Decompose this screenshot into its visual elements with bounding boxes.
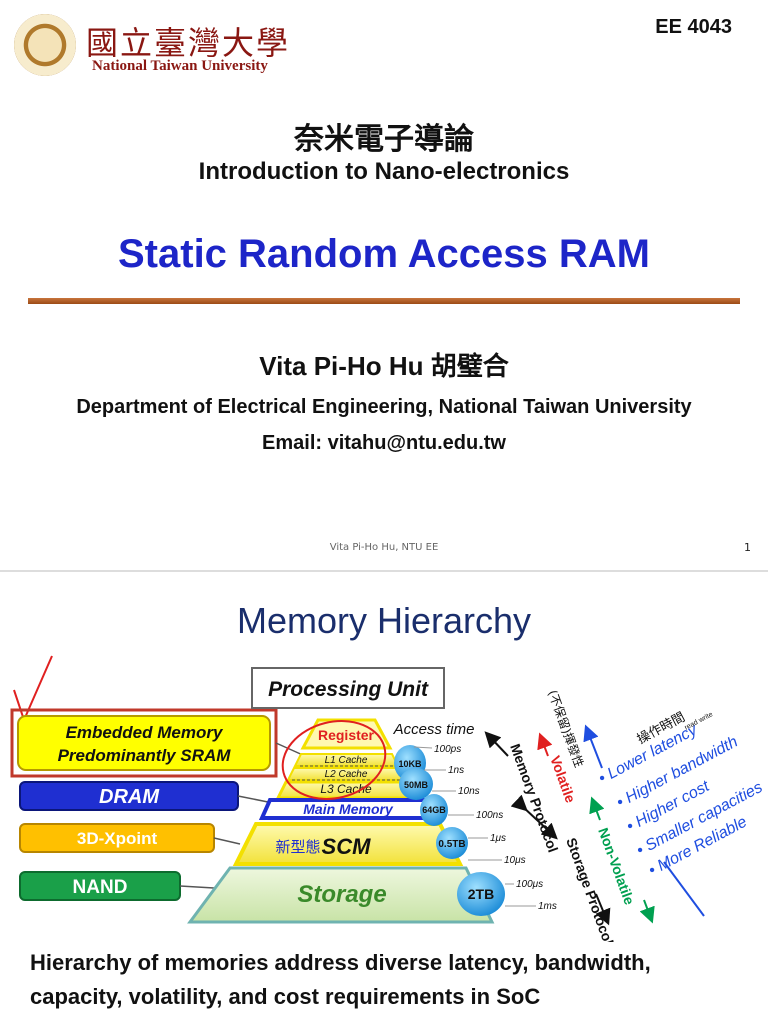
- slide-title: Memory Hierarchy: [236, 600, 532, 641]
- slide-footer: Vita Pi-Ho Hu, NTU EE: [329, 542, 439, 553]
- tick-100ps: 100ps: [434, 744, 461, 755]
- trend-list: 操作時間 read write • Lower latency • Higher…: [583, 709, 765, 917]
- scm-note: 新型態: [275, 838, 320, 856]
- course-title-en: Introduction to Nano-electronics: [198, 158, 570, 185]
- tick-100ns: 100ns: [476, 810, 503, 821]
- nonvolatile-label: Non-Volatile: [595, 826, 638, 907]
- memory-box-dram: DRAM: [19, 781, 239, 811]
- memory-hierarchy-diagram: Embedded Memory Predominantly SRAM DRAM …: [10, 655, 765, 942]
- processing-unit-label: Processing Unit: [268, 678, 429, 701]
- ntu-seal-icon: [14, 14, 76, 76]
- capacity-10kb: 10KB: [398, 759, 422, 769]
- capacity-64gb: 64GB: [422, 805, 446, 815]
- capacity-05tb: 0.5TB: [438, 839, 465, 850]
- capacity-ovals: 10KB 50MB 64GB 0.5TB 2TB: [394, 745, 505, 916]
- level-l1: L1 Cache: [325, 755, 368, 766]
- pyramid: Register L1 Cache L2 Cache L3 Cache Main…: [187, 718, 495, 924]
- course-title-cn: 奈米電子導論: [294, 122, 474, 157]
- tick-1us: 1μs: [490, 833, 506, 844]
- dram-label: DRAM: [99, 786, 160, 808]
- course-code: EE 4043: [655, 16, 732, 38]
- tick-10ns: 10ns: [458, 786, 480, 797]
- university-name-en: National Taiwan University: [92, 58, 268, 74]
- tick-100us: 100μs: [516, 879, 543, 890]
- tick-1ms: 1ms: [538, 901, 557, 912]
- level-storage: Storage: [297, 881, 386, 908]
- nand-label: NAND: [73, 877, 128, 898]
- university-name-cn: 國立臺灣大學: [86, 24, 291, 62]
- level-scm: SCM: [322, 834, 372, 859]
- title-slide: 國立臺灣大學 National Taiwan University EE 404…: [14, 14, 751, 554]
- title-divider: [28, 298, 740, 304]
- department: Department of Electrical Engineering, Na…: [76, 396, 692, 418]
- xpoint-label: 3D-Xpoint: [77, 829, 158, 848]
- memory-hierarchy-slide: Memory Hierarchy Embedded Memory Predomi…: [0, 572, 768, 1024]
- level-l2: L2 Cache: [325, 769, 368, 780]
- capacity-50mb: 50MB: [404, 780, 429, 790]
- page-number: 1: [744, 541, 751, 554]
- annotation-circle: [281, 720, 387, 800]
- caption-line-1: Hierarchy of memories address diverse la…: [30, 950, 651, 975]
- level-register: Register: [318, 727, 375, 743]
- memory-box-sram: Embedded Memory Predominantly SRAM: [10, 708, 278, 778]
- tick-1ns: 1ns: [448, 765, 464, 776]
- sram-label-line1: Embedded Memory: [66, 723, 224, 742]
- processing-unit-box: Processing Unit: [251, 667, 445, 709]
- memory-box-3dxpoint: 3D-Xpoint: [19, 823, 215, 853]
- caption-line-2: capacity, volatility, and cost requireme…: [30, 984, 541, 1009]
- tick-10us: 10μs: [504, 855, 526, 866]
- capacity-2tb: 2TB: [468, 886, 494, 902]
- email: Email: vitahu@ntu.edu.tw: [262, 432, 506, 454]
- level-l3: L3 Cache: [320, 782, 372, 796]
- lecture-title: Static Random Access RAM: [118, 232, 650, 276]
- memory-box-nand: NAND: [19, 871, 181, 901]
- author-name: Vita Pi-Ho Hu 胡璧合: [259, 351, 509, 381]
- level-main-memory: Main Memory: [303, 801, 394, 817]
- sram-label-line2: Predominantly SRAM: [58, 746, 232, 765]
- slide-separator: [0, 570, 768, 572]
- slide-caption: Hierarchy of memories address diverse la…: [30, 946, 750, 1014]
- access-time-scale: Access time 100ps 1ns 10ns 100ns 1μs 10μ…: [393, 721, 557, 912]
- access-time-header: Access time: [393, 721, 475, 738]
